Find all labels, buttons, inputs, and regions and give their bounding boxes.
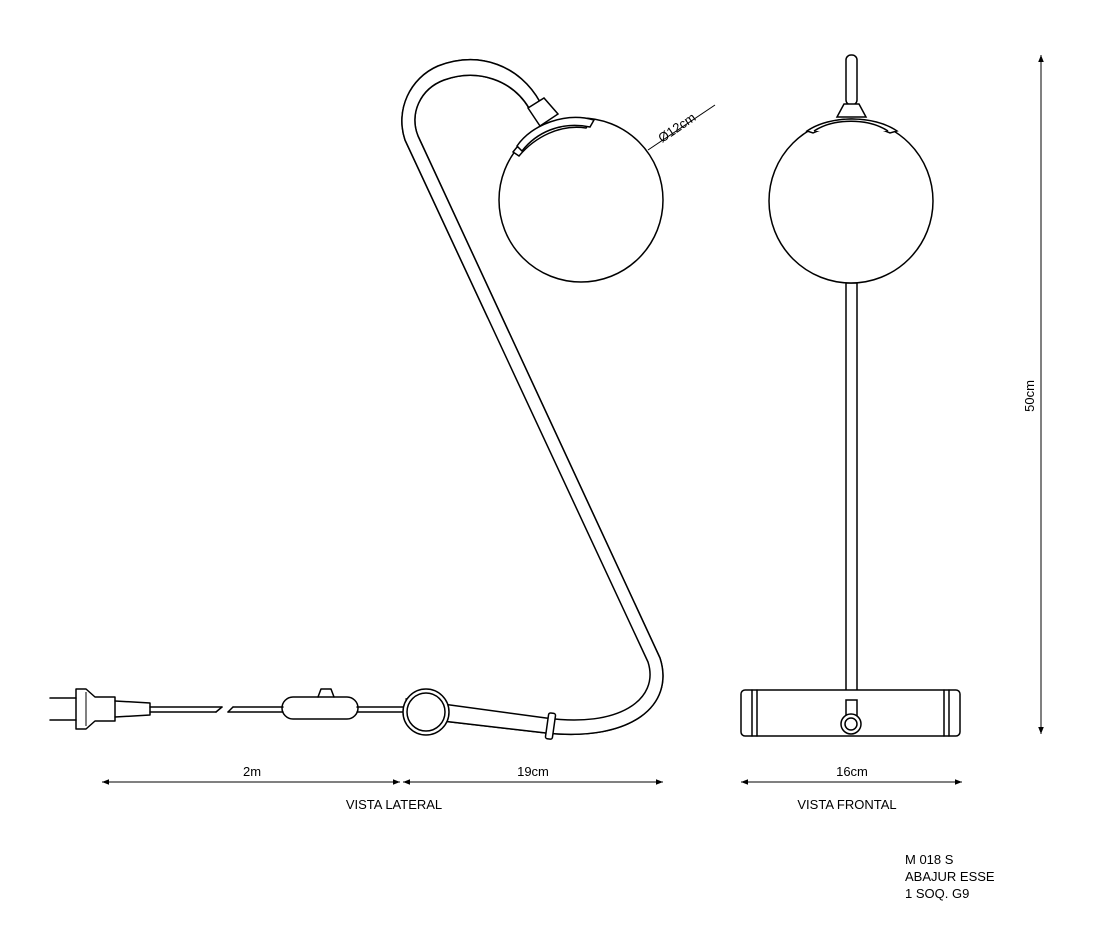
front-view: 16cm VISTA FRONTAL [740, 54, 962, 812]
cord-length-label: 2m [243, 764, 261, 779]
title-block: M 018 S ABAJUR ESSE 1 SOQ. G9 [905, 851, 995, 902]
front-width-label: 16cm [836, 764, 868, 779]
product-code: M 018 S [905, 852, 954, 867]
side-globe [498, 97, 664, 283]
front-globe [768, 118, 934, 284]
product-socket: 1 SOQ. G9 [905, 886, 970, 901]
switch-icon [281, 688, 359, 720]
globe-diameter-label: Ø12cm [655, 110, 698, 146]
plug-icon [49, 688, 151, 730]
power-cord [149, 706, 406, 713]
side-base [402, 688, 450, 736]
front-base [740, 689, 961, 737]
side-view: Ø12cm 2m 19cm VISTA LATERAL [49, 59, 716, 812]
front-view-title: VISTA FRONTAL [797, 797, 896, 812]
side-view-title: VISTA LATERAL [346, 797, 442, 812]
side-depth-label: 19cm [517, 764, 549, 779]
height-label: 50cm [1022, 380, 1037, 412]
product-name: ABAJUR ESSE [905, 869, 995, 884]
